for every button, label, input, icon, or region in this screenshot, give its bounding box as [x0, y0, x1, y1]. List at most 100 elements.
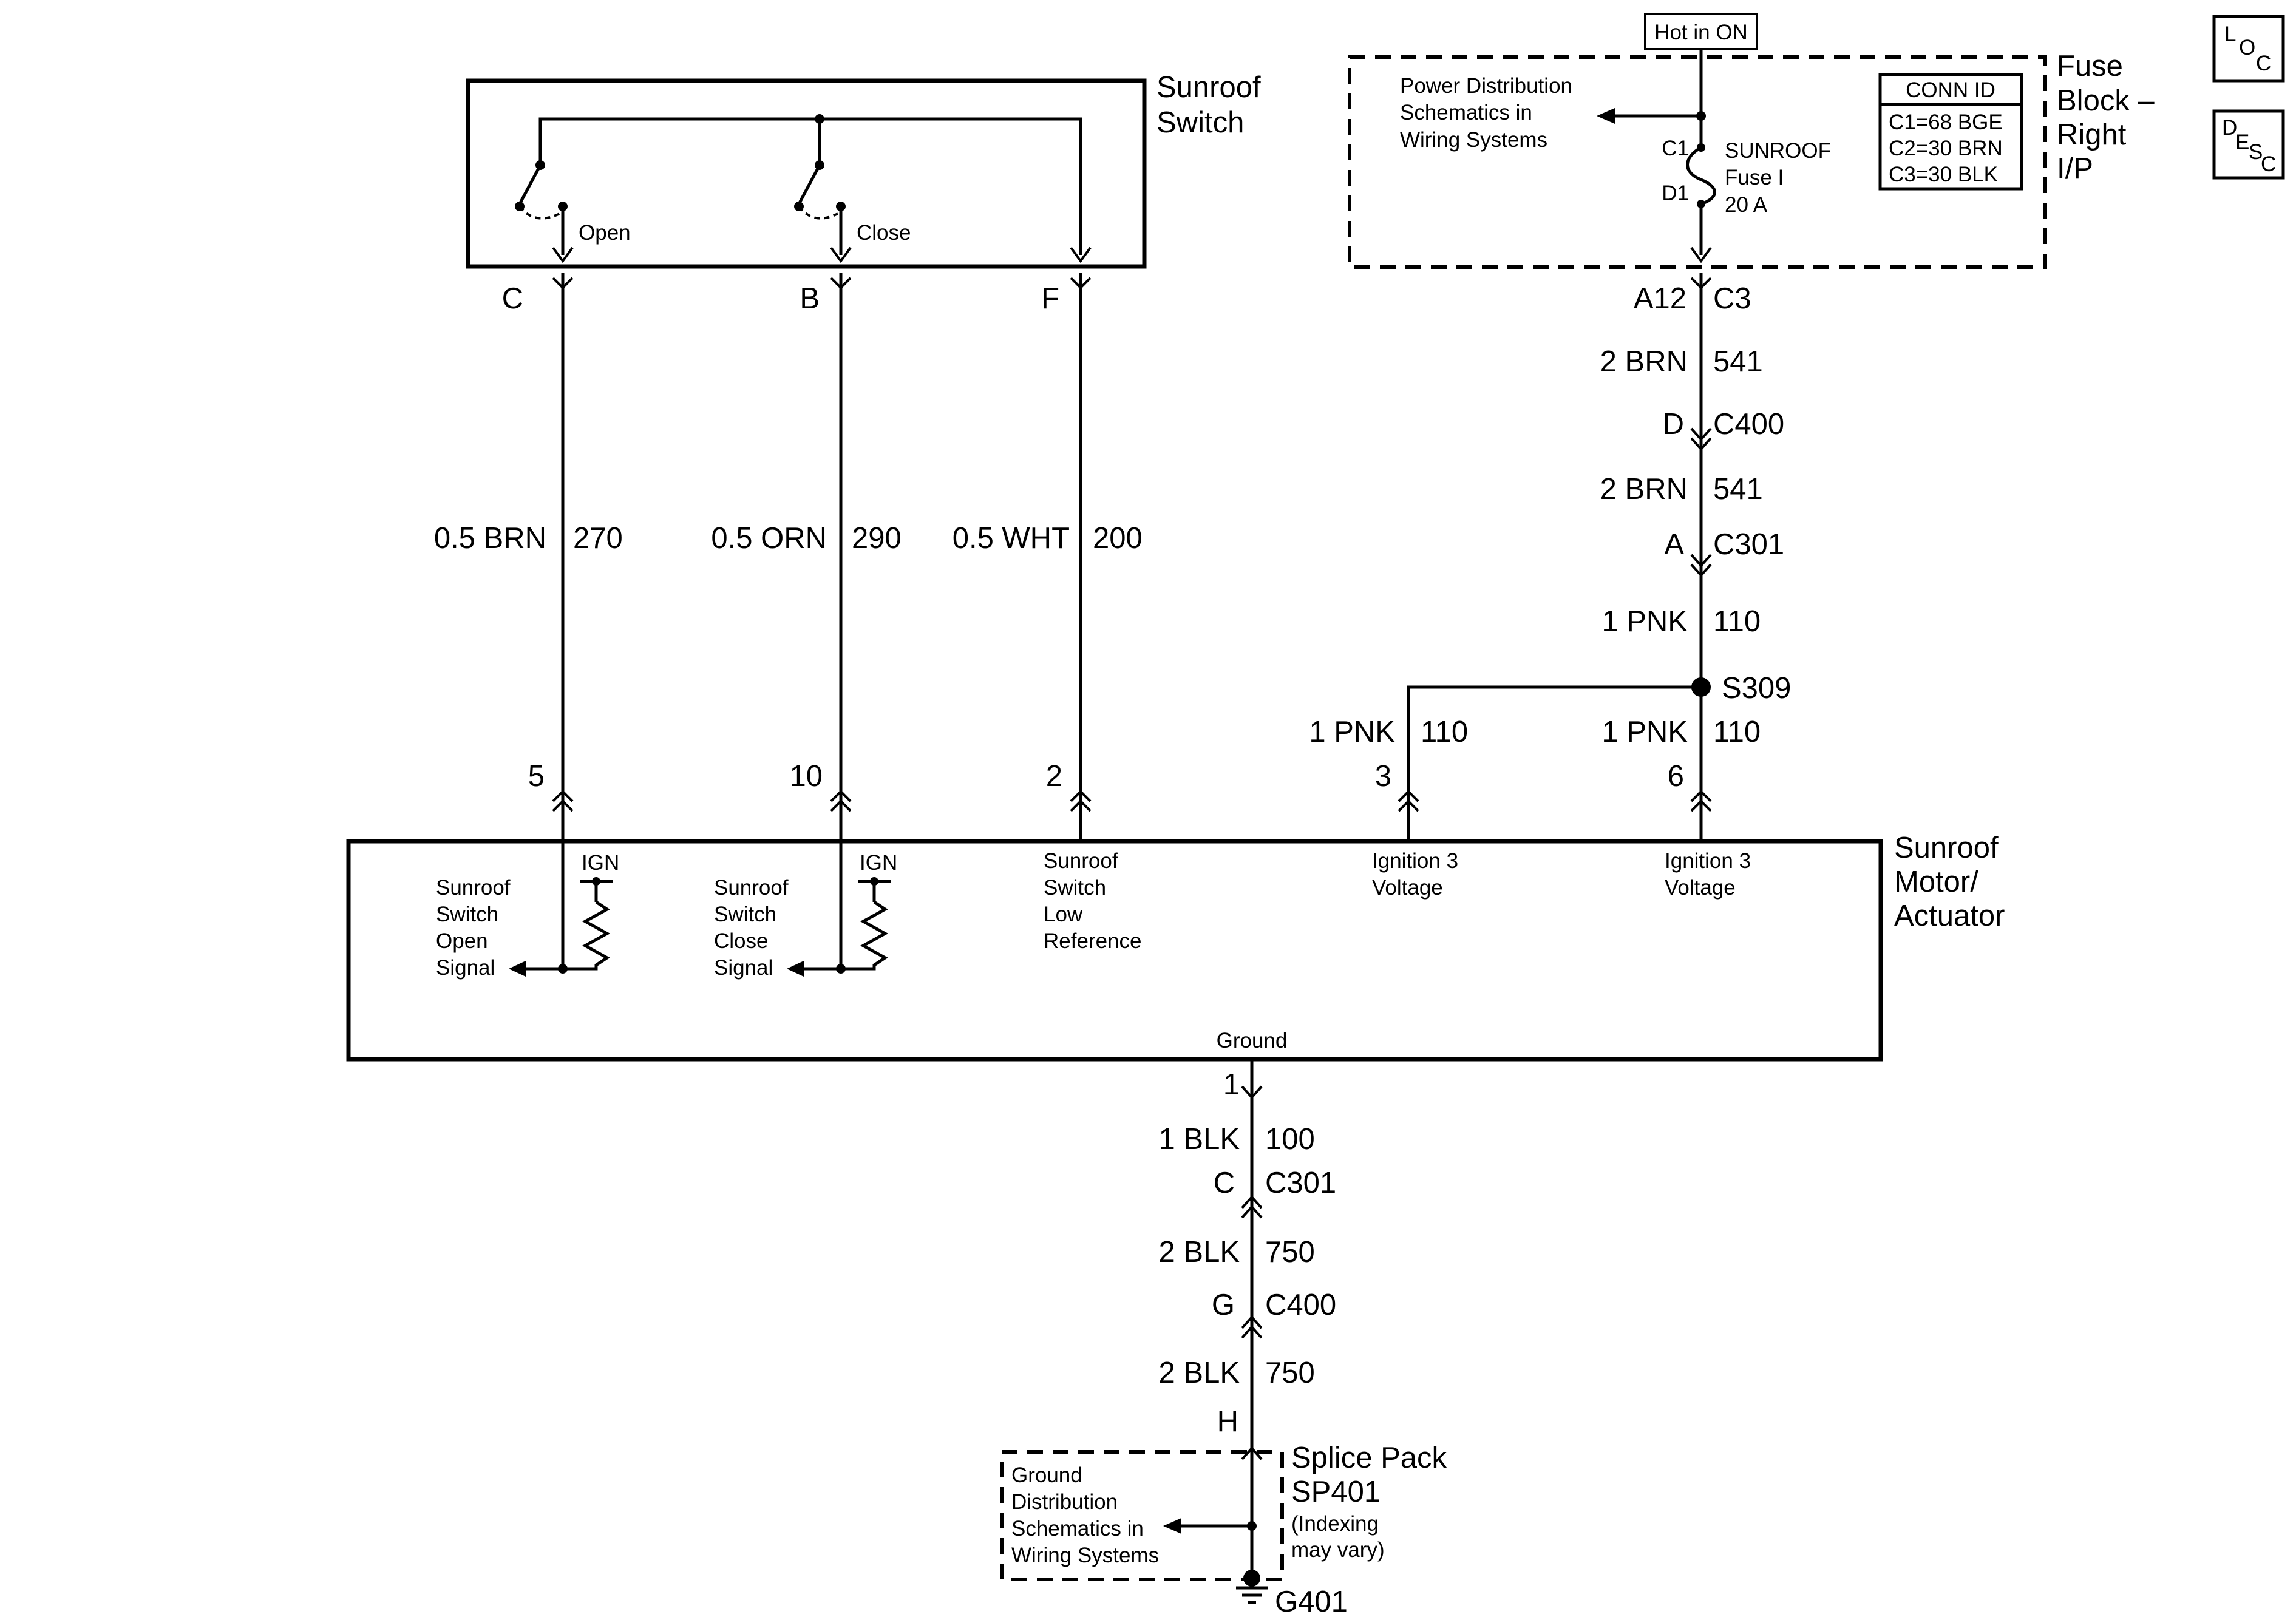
close-signal-label-4: Signal [714, 956, 773, 980]
open-signal-label-2: Switch [436, 903, 498, 926]
power-dist-arrow [1597, 108, 1615, 124]
open-ign-label: IGN [582, 851, 619, 875]
open-contact: Open [515, 160, 631, 263]
wire-110-b-circuit: 110 [1421, 716, 1468, 748]
wire-splice-branch [1407, 685, 1701, 841]
motor-pin-10: 10 [789, 760, 823, 793]
wire-750-a-size: 2 BLK [1159, 1236, 1240, 1269]
switch-internal-bus [538, 117, 1082, 255]
ground-dist-ref-2: Distribution [1011, 1490, 1118, 1514]
wire-100-circuit: 100 [1265, 1123, 1315, 1156]
fuse-block: Fuse Block – Right I/P Hot in ON Power D… [1348, 13, 2155, 315]
motor-label-2: Motor/ [1894, 866, 1978, 898]
fuse-out-pin: A12 [1634, 282, 1686, 315]
close-pullup-resistor [841, 900, 889, 971]
conn-id-title: CONN ID [1906, 78, 1995, 102]
wire-541-a-circuit: 541 [1713, 345, 1763, 378]
close-ign-label: IGN [860, 851, 897, 875]
switch-ref-arrow [1070, 246, 1092, 263]
close-signal-label-1: Sunroof [714, 876, 789, 900]
fuse-block-label-1: Fuse [2057, 50, 2123, 83]
wire-541-b-size: 2 BRN [1600, 473, 1688, 506]
motor-pin-6: 6 [1668, 760, 1684, 793]
splice-pack-label-4: may vary) [1291, 1538, 1385, 1562]
sunroof-switch-label-2: Switch [1156, 106, 1244, 139]
power-dist-ref-1: Power Distribution [1400, 74, 1572, 98]
open-signal-arrow [509, 961, 526, 977]
open-signal-label-3: Open [436, 929, 488, 953]
motor-pin-5: 5 [528, 760, 545, 793]
wire-open-size: 0.5 BRN [434, 522, 546, 555]
sunroof-switch: Sunroof Switch Open Close [466, 71, 1261, 315]
power-dist-ref-2: Schematics in [1400, 101, 1532, 124]
ground-dist-ref-3: Schematics in [1011, 1517, 1144, 1541]
connector-f-mark [1070, 277, 1092, 290]
low-ref-label-2: Switch [1044, 876, 1106, 900]
sunroof-switch-label-1: Sunroof [1156, 71, 1261, 104]
open-signal-label-4: Signal [436, 956, 495, 980]
wire-750-b-size: 2 BLK [1159, 1357, 1240, 1389]
motor-pin-2: 2 [1046, 760, 1062, 793]
sunroof-switch-box [466, 78, 1147, 269]
loc-icon-letter-l: L [2224, 22, 2236, 46]
switch-wires: 0.5 BRN 270 5 0.5 ORN 290 10 0.5 WHT 200… [434, 273, 1143, 971]
loc-icon[interactable]: L O C [2212, 15, 2285, 83]
fuse-block-label-3: Right [2057, 118, 2127, 151]
fuse-block-box [1348, 55, 2047, 269]
low-ref-label-3: Low [1044, 903, 1083, 926]
desc-icon[interactable]: D E S C [2212, 109, 2285, 180]
low-ref-label-1: Sunroof [1044, 849, 1118, 873]
wire-100-size: 1 BLK [1159, 1123, 1240, 1156]
wire-110-b-size: 1 PNK [1309, 716, 1395, 748]
power-feed: 2 BRN 541 D C400 2 BRN 541 A C301 1 PNK … [1309, 273, 1791, 841]
open-signal-circuit: IGN Sunroof Switch Open Signal [436, 851, 619, 980]
fuse-block-label-4: I/P [2057, 152, 2093, 185]
motor-label-1: Sunroof [1894, 832, 1999, 864]
open-pullup-resistor [563, 900, 611, 971]
hot-in-on-label: Hot in ON [1654, 21, 1748, 44]
connector-c-mark [552, 277, 574, 290]
ign3-a-label-2: Voltage [1372, 876, 1443, 900]
close-signal-arrow [787, 961, 804, 977]
c400-top-mark [1690, 427, 1712, 442]
c400-bot-name: C400 [1265, 1289, 1336, 1321]
switch-terminal-c: C [502, 282, 523, 315]
sunroof-motor-actuator: Sunroof Motor/ Actuator IGN Sunroof Swit… [346, 832, 2005, 1062]
loc-icon-letter-c: C [2256, 52, 2271, 75]
close-signal-circuit: IGN Sunroof Switch Close Signal [714, 851, 897, 980]
splice-s309-label: S309 [1722, 672, 1791, 705]
splice-pack-label-2: SP401 [1291, 1476, 1381, 1508]
open-contact-label: Open [579, 221, 631, 245]
fuse-c1-label: C1 [1662, 137, 1689, 160]
c400-top-name: C400 [1713, 408, 1784, 441]
motor-pin-1: 1 [1223, 1068, 1240, 1101]
wire-close-size: 0.5 ORN [711, 522, 827, 555]
low-ref-label-4: Reference [1044, 929, 1141, 953]
motor-ground-label: Ground [1217, 1029, 1288, 1053]
ign3-a-label-1: Ignition 3 [1372, 849, 1458, 873]
c400-bot-pin: G [1212, 1289, 1235, 1321]
splice-pack-label-1: Splice Pack [1291, 1442, 1447, 1474]
fuse-name-1: SUNROOF [1725, 139, 1831, 163]
ground-dist-ref-1: Ground [1011, 1463, 1082, 1487]
desc-icon-letter-e: E [2235, 131, 2249, 154]
fuse-name-2: Fuse I [1725, 166, 1784, 189]
c301-top-pin: A [1664, 528, 1684, 561]
fuse-d1-label: D1 [1662, 181, 1689, 205]
ground-dist-ref-4: Wiring Systems [1011, 1544, 1159, 1567]
wire-750-a-circuit: 750 [1265, 1236, 1315, 1269]
close-signal-label-3: Close [714, 929, 768, 953]
wire-110-c-circuit: 110 [1713, 716, 1761, 748]
motor-pin-3: 3 [1375, 760, 1391, 793]
wire-110-c-size: 1 PNK [1601, 716, 1688, 748]
c301-top-mark [1690, 554, 1712, 568]
close-contact-label: Close [857, 221, 911, 245]
c301-bot-name: C301 [1265, 1167, 1336, 1199]
fuse-name-3: 20 A [1725, 193, 1768, 217]
wire-110-a-circuit: 110 [1713, 605, 1761, 638]
fuse-out-conn: C3 [1713, 282, 1751, 315]
power-dist-ref-3: Wiring Systems [1400, 128, 1547, 152]
conn-id-row-2: C2=30 BRN [1889, 137, 2003, 160]
sunroof-fuse-symbol [1686, 146, 1716, 206]
